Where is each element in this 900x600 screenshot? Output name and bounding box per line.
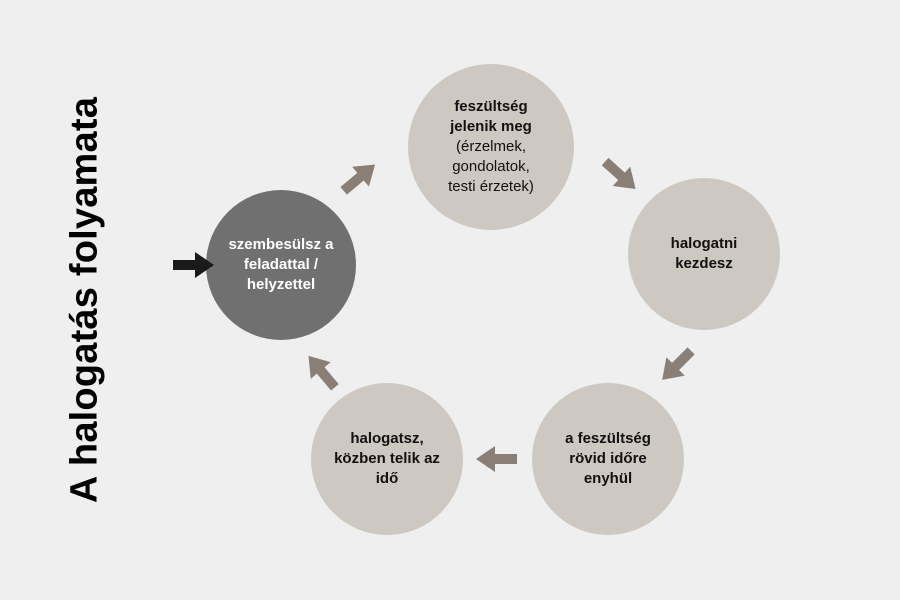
diagram-title: A halogatás folyamata (63, 96, 106, 504)
node-begin-procrastinating: halogatni kezdesz (628, 178, 780, 330)
node-start: szembesülsz a feladattal / helyzettel (206, 190, 356, 340)
node-procrastinate-label: halogatsz, közben telik az idő (334, 430, 440, 487)
node-procrastinate: halogatsz, közben telik az idő (311, 383, 463, 535)
node-tension-detail-3: testi érzetek) (448, 178, 534, 195)
node-tension-detail-2: gondolatok, (452, 158, 530, 175)
node-relief-label: a feszültség rövid időre enyhül (565, 430, 651, 487)
node-relief: a feszültség rövid időre enyhül (532, 383, 684, 535)
node-tension-label-2: jelenik meg (450, 118, 532, 135)
node-tension: feszültség jelenik meg (érzelmek, gondol… (408, 64, 574, 230)
node-tension-label-1: feszültség (454, 98, 528, 115)
node-tension-detail-1: (érzelmek, (455, 138, 526, 155)
node-begin-procrastinating-label: halogatni kezdesz (670, 235, 738, 272)
node-start-label: szembesülsz a feladattal / helyzettel (228, 236, 334, 293)
